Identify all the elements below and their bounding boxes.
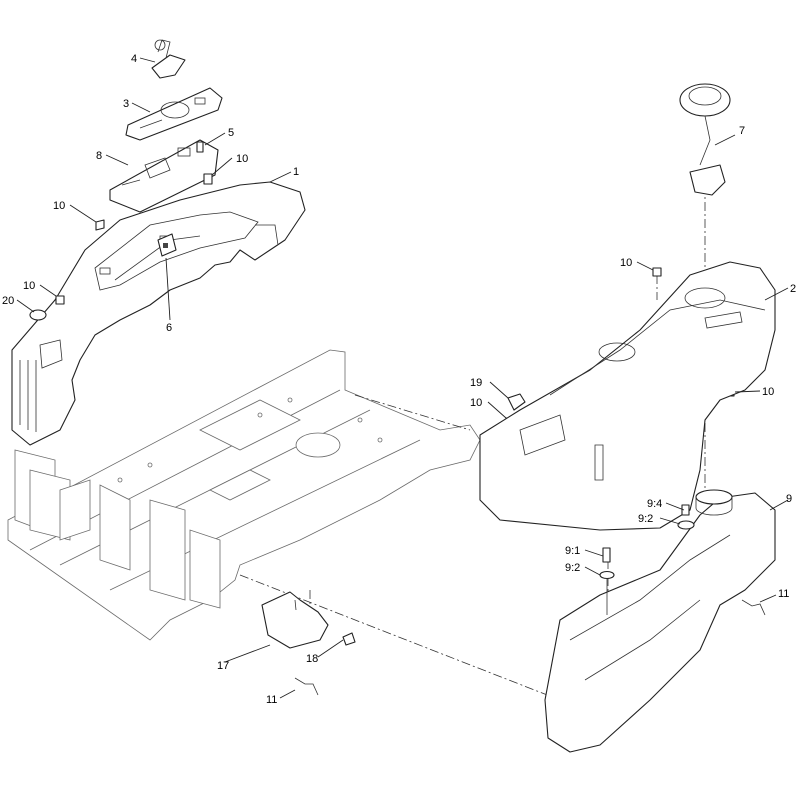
callout-10-e: 10 [470,397,482,409]
callout-11-b: 11 [266,694,277,706]
callout-9-4: 9:4 [647,498,662,510]
knob-part-19 [507,393,526,411]
callout-10-d: 10 [620,257,632,269]
callout-19: 19 [470,377,482,389]
callouts: 4 3 8 5 10 1 10 10 20 6 7 10 2 19 10 10 … [2,53,796,706]
callout-20: 20 [2,295,14,307]
callout-1: 1 [293,166,299,178]
leader-lines [16,57,789,699]
callout-18: 18 [306,653,318,665]
panel-part-8 [109,139,219,213]
screw-part-5 [196,141,204,153]
cap-part-20 [29,309,47,321]
bracket-part-6 [157,233,177,257]
callout-9-1: 9:1 [565,545,580,557]
callout-5: 5 [228,127,234,139]
fuel-cap-part-7 [679,83,731,196]
callout-10-b: 10 [53,200,65,212]
callout-9-2-a: 9:2 [638,513,653,525]
callout-7: 7 [739,125,745,137]
lever-part-4 [151,39,186,79]
callout-11-a: 11 [778,588,789,600]
callout-9-2-b: 9:2 [565,562,580,574]
callout-17: 17 [217,660,229,672]
right-fender-part-2 [479,261,776,531]
clips-part-11 [294,599,766,696]
callout-4: 4 [131,53,137,65]
callout-3: 3 [123,98,129,110]
left-fender-part-1 [11,181,306,446]
callout-8: 8 [96,150,102,162]
callout-9: 9 [786,493,792,505]
plate-part-3 [125,87,223,141]
bracket-part-17 [261,591,329,649]
callout-2: 2 [790,283,796,295]
callout-10-f: 10 [762,386,774,398]
chassis-frame [7,349,481,641]
screw-part-18 [342,632,356,646]
callout-6: 6 [166,322,172,334]
tank-fittings [599,504,695,615]
fuel-tank-part-9 [544,489,776,753]
callout-10-a: 10 [236,153,248,165]
callout-10-c: 10 [23,280,35,292]
